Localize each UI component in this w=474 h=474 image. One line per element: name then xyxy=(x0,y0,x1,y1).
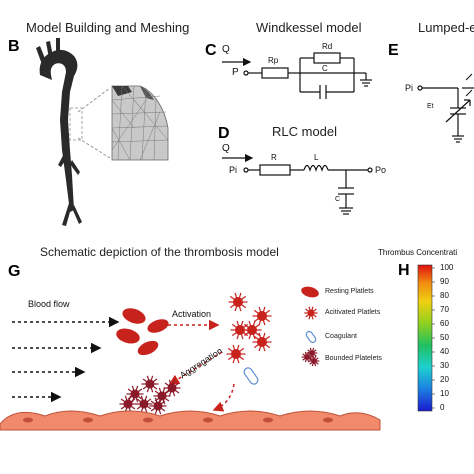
panel-h-label: H xyxy=(398,262,410,279)
colorbar xyxy=(417,264,433,412)
colorbar-tick-label: 40 xyxy=(440,347,449,356)
mesh-detail xyxy=(111,85,169,161)
windkessel-rd-label: Rd xyxy=(322,42,333,51)
legend-coagulant-icon xyxy=(305,330,317,344)
legend-activated-icon xyxy=(304,306,318,320)
bounded-platelets-cluster xyxy=(119,375,181,415)
activated-platelet xyxy=(242,320,262,340)
rlc-l-label: L xyxy=(314,153,319,162)
windkessel-title: Windkessel model xyxy=(256,20,362,35)
thrombosis-title: Schematic depiction of the thrombosis mo… xyxy=(40,245,279,259)
legend-bounded-icon xyxy=(301,347,320,367)
legend-resting-label: Resting Platlets xyxy=(325,288,374,295)
bounded-platelet xyxy=(149,397,167,415)
model-building-title: Model Building and Meshing xyxy=(26,20,190,35)
resting-platelets xyxy=(116,308,169,356)
coagulant xyxy=(243,367,259,385)
activation-label: Activation xyxy=(172,309,212,319)
activated-platelets xyxy=(226,292,272,364)
lumped-circuit xyxy=(417,73,474,143)
activated-platelet xyxy=(228,292,248,312)
panel-b-label: B xyxy=(8,38,20,55)
legend-bounded-glyph xyxy=(308,355,320,367)
lumped-pi-label: Pi xyxy=(405,83,414,93)
colorbar-tick-label: 30 xyxy=(440,361,449,370)
windkessel-p-label: P xyxy=(232,67,239,78)
colorbar-tick-label: 60 xyxy=(440,319,449,328)
windkessel-q-label: Q xyxy=(222,44,230,55)
legend-bounded-label: Bounded Platelets xyxy=(325,355,382,362)
colorbar-tick-label: 100 xyxy=(440,263,454,272)
legend-coagulant-label: Coagulant xyxy=(325,333,357,340)
colorbar-tick-label: 70 xyxy=(440,305,449,314)
lumped-et-label: Et xyxy=(427,103,434,110)
rlc-r-label: R xyxy=(271,153,277,162)
windkessel-c-label: C xyxy=(322,64,328,73)
colorbar-tick-label: 50 xyxy=(440,333,449,342)
endothelium xyxy=(0,410,381,431)
legend-resting-icon xyxy=(301,286,319,298)
rlc-pi-label: Pi xyxy=(229,165,238,175)
panel-c-label: C xyxy=(205,42,217,59)
coagulant-arrow xyxy=(212,383,235,412)
colorbar-tick-label: 90 xyxy=(440,277,449,286)
bounded-platelet xyxy=(135,395,153,413)
windkessel-rp-label: Rp xyxy=(268,56,279,65)
panel-g-label: G xyxy=(8,263,21,280)
blood-flow-label: Blood flow xyxy=(28,299,70,309)
blood-flow-arrows xyxy=(12,316,120,403)
lumped-title: Lumped-e xyxy=(418,20,474,35)
colorbar-tick-label: 10 xyxy=(440,389,449,398)
colorbar-ticks xyxy=(432,267,435,409)
activated-platelet xyxy=(252,332,272,352)
panel-d-label: D xyxy=(218,125,230,142)
colorbar-title: Thrombus Concentrati xyxy=(378,248,458,257)
legend-activated-label: Acitivated Platlets xyxy=(325,309,381,316)
rlc-q-label: Q xyxy=(222,143,230,154)
bounded-platelet xyxy=(141,375,159,393)
rlc-title: RLC model xyxy=(272,124,338,139)
colorbar-tick-label: 20 xyxy=(440,375,449,384)
rlc-circuit xyxy=(222,153,373,215)
panel-e-label: E xyxy=(388,42,399,59)
aggregation-arrow xyxy=(168,351,223,385)
activated-platelet xyxy=(226,344,246,364)
colorbar-tick-label: 0 xyxy=(440,403,445,412)
rlc-po-label: Po xyxy=(375,165,387,175)
legend-activated-glyph xyxy=(304,306,318,320)
rlc-c-label: C xyxy=(335,196,341,203)
bounded-platelet xyxy=(163,379,181,397)
bounded-platelet xyxy=(126,385,144,403)
colorbar-tick-label: 80 xyxy=(440,291,449,300)
legend-bounded-glyph xyxy=(306,347,318,359)
aorta-model xyxy=(36,38,82,226)
windkessel-circuit xyxy=(222,52,372,99)
zoom-callout-lines xyxy=(69,87,111,159)
activated-platelet xyxy=(252,306,272,326)
